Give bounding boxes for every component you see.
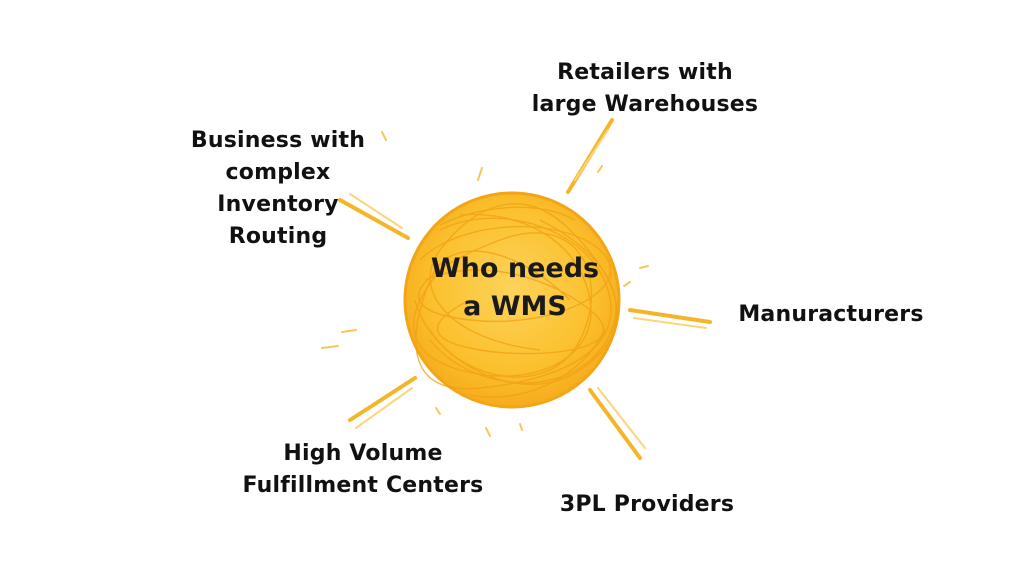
node-business-line-1: Business with [190, 128, 366, 153]
node-manufacturers-line-1: Manuracturers [738, 302, 924, 327]
node-business-line-3: Inventory [217, 192, 339, 217]
ray-business-thin [349, 193, 403, 229]
center-title: Who needs a WMS [395, 250, 635, 326]
ray-retailers-thin [574, 129, 609, 181]
sun-disc [403, 191, 621, 409]
node-3pl: 3PL Providers [552, 489, 742, 521]
node-high-volume-line-1: High Volume [283, 441, 443, 466]
ray-business [338, 198, 410, 240]
ray-3pl [588, 388, 642, 460]
center-title-line-2: a WMS [463, 291, 567, 322]
node-business-line-2: complex [225, 160, 331, 185]
node-business: Business with complex Inventory Routing [180, 125, 376, 253]
node-business-line-4: Routing [228, 224, 328, 249]
sun-rays [321, 118, 712, 460]
node-retailers-line-2: large Warehouses [531, 92, 759, 117]
node-high-volume-line-2: Fulfillment Centers [242, 473, 484, 498]
ray-high-volume-thin [355, 387, 413, 429]
node-high-volume: High Volume Fulfillment Centers [238, 438, 488, 502]
sun [403, 191, 621, 409]
ray-3pl-thin [597, 387, 646, 449]
center-title-line-1: Who needs [430, 253, 600, 284]
node-3pl-line-1: 3PL Providers [559, 492, 735, 517]
node-retailers-line-1: Retailers with [557, 60, 733, 85]
sun-scribble [413, 203, 618, 398]
node-retailers: Retailers with large Warehouses [530, 57, 760, 121]
ray-high-volume [348, 376, 417, 422]
ray-manufacturers-thin [633, 317, 707, 329]
ray-manufacturers [628, 308, 712, 324]
node-manufacturers: Manuracturers [732, 299, 930, 331]
sparkles [321, 131, 649, 437]
